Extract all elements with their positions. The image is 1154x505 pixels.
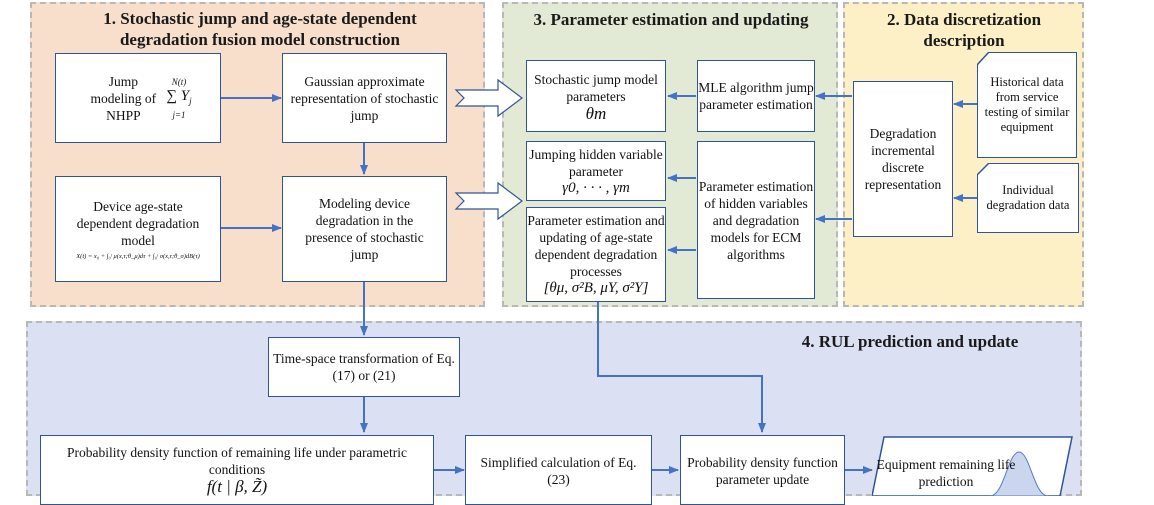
gaussian-label: Gaussian approximate representation of s… <box>290 73 439 123</box>
pdf-update-box: Probability density function parameter u… <box>680 435 845 505</box>
mle-label: MLE algorithm jump parameter estimation <box>698 80 814 112</box>
theta-m: θm <box>585 103 607 123</box>
individual-doc-corner <box>977 163 990 176</box>
param-est-update-box: Parameter estimation and updating of age… <box>526 207 666 302</box>
rul-distribution-curve <box>989 451 1049 496</box>
stochastic-params-box: Stochastic jump model parameters θm <box>526 60 666 132</box>
simplified-label: Simplified calculation of Eq. (23) <box>480 455 637 487</box>
incremental-label: Degradation incremental discrete represe… <box>864 126 942 192</box>
individual-label: Individual degradation data <box>986 183 1070 212</box>
arrow-layer <box>220 78 977 474</box>
time-space-label: Time-space transformation of Eq.(17) or … <box>273 351 455 383</box>
simplified-box: Simplified calculation of Eq. (23) <box>465 435 652 505</box>
modeling-device-box: Modeling device degradation in the prese… <box>282 176 447 282</box>
historical-data-doc: Historical data from service testing of … <box>977 52 1077 158</box>
individual-data-doc: Individual degradation data <box>977 163 1079 233</box>
jump-sum-upper: N(t) <box>171 76 187 87</box>
rul-parallelogram <box>872 436 1073 496</box>
section2-title: 2. Data discretization description <box>886 10 1042 50</box>
param-est-update-label: Parameter estimation and updating of age… <box>527 213 665 279</box>
jump-sum-symbol: ∑ Y <box>166 87 190 104</box>
param-vector: [θμ, σ²B, μY, σ²Y] <box>543 280 649 296</box>
gamma-params: γ0, · · · , γm <box>562 179 630 196</box>
time-space-box: Time-space transformation of Eq.(17) or … <box>268 337 460 397</box>
jump-sum-formula: N(t) ∑ Yj j=1 <box>166 77 191 120</box>
hollow-arrow-top <box>454 78 523 118</box>
jump-sum-sub: j <box>189 95 192 106</box>
hollow-arrow-mid <box>454 181 523 221</box>
hidden-variable-label: Jumping hidden variable parameter <box>529 146 663 179</box>
hidden-variable-box: Jumping hidden variable parameter γ0, · … <box>526 141 666 201</box>
section3-title: 3. Parameter estimation and updating <box>533 10 809 29</box>
mle-box: MLE algorithm jump parameter estimation <box>697 60 815 132</box>
equipment-rul-label: Equipment remaining life prediction <box>876 457 1016 489</box>
historical-label: Historical data from service testing of … <box>984 75 1070 134</box>
section4-title: 4. RUL prediction and update <box>801 332 1019 351</box>
jump-sum-main: ∑ Yj <box>166 87 191 110</box>
incremental-box: Degradation incremental discrete represe… <box>853 81 953 237</box>
ecm-box: Parameter estimation of hidden variables… <box>697 141 815 299</box>
pdf-remaining-label: Probability density function of remainin… <box>66 445 408 477</box>
pdf-remaining-box: Probability density function of remainin… <box>40 435 434 505</box>
modeling-device-label: Modeling device degradation in the prese… <box>305 196 424 262</box>
jump-modeling-box: Jump modeling of NHPP N(t) ∑ Yj j=1 <box>55 53 221 143</box>
gaussian-box: Gaussian approximate representation of s… <box>282 53 447 143</box>
historical-doc-corner <box>977 52 990 66</box>
ecm-label: Parameter estimation of hidden variables… <box>698 178 814 262</box>
pdf-formula: f(t | β, Z̃) <box>206 477 268 496</box>
section1-title: 1. Stochastic jump and age-state depende… <box>103 9 417 49</box>
device-model-label: Device age-state dependent degradation m… <box>76 198 200 248</box>
stochastic-params-label: Stochastic jump model parameters <box>534 71 658 104</box>
device-model-box: Device age-state dependent degradation m… <box>55 176 221 282</box>
jump-modeling-label: Jump modeling of NHPP <box>90 73 157 123</box>
device-formula: X(t) = x₀ + ∫₀ᵗ μ(x,τ;θ_μ)dτ + ∫₀ᵗ σ(x,τ… <box>76 252 200 260</box>
pdf-update-label: Probability density function parameter u… <box>687 455 838 487</box>
jump-sum-lower: j=1 <box>172 109 186 120</box>
